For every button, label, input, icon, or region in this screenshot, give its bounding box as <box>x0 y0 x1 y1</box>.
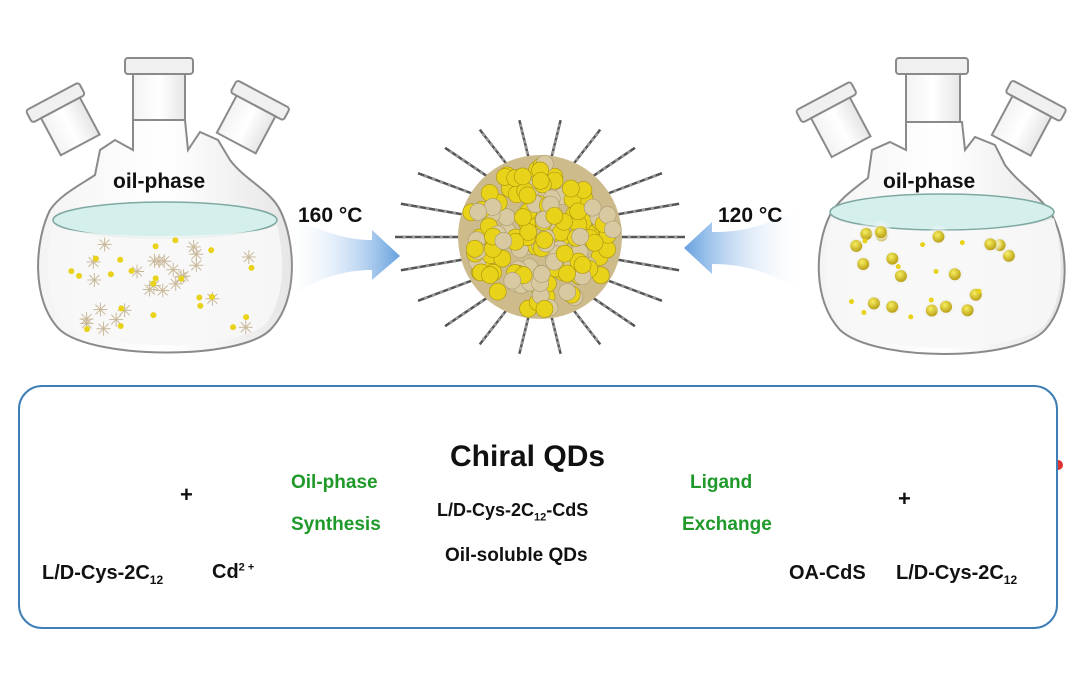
left-ligand-label: L/D-Cys-2C12 <box>42 562 163 587</box>
right-temperature-label: 120 °C <box>718 204 783 227</box>
right-ligand-prefix: L/D-Cys-2C <box>896 562 1004 584</box>
center-ligand-chains <box>395 119 685 355</box>
right-route-line-2: Exchange <box>682 514 772 535</box>
left-route-line-2: Synthesis <box>291 514 381 535</box>
cd-ion-label: Cd2 + <box>212 561 254 584</box>
center-quantum-dot <box>395 119 685 355</box>
right-flask-particles <box>844 220 1021 323</box>
right-flask-label: oil-phase <box>883 170 976 193</box>
chiral-qds-title: Chiral QDs <box>450 440 606 473</box>
cd-ion-text: Cd <box>212 561 239 583</box>
right-ligand-subscript: 12 <box>1003 573 1018 587</box>
product-suffix: -CdS <box>546 500 589 520</box>
right-plus-sign: + <box>898 486 911 511</box>
product-prefix: L/D-Cys-2C <box>437 500 535 520</box>
cd-ion-charge: 2 + <box>238 561 255 574</box>
product-subscript: 12 <box>534 511 547 524</box>
bottom-panel <box>18 385 1058 629</box>
left-heating-arrow <box>285 215 400 300</box>
right-route-line-1: Ligand <box>690 472 753 493</box>
left-ligand-subscript: 12 <box>149 573 164 587</box>
right-flask <box>795 57 1067 355</box>
right-heating-arrow <box>684 208 805 295</box>
left-flask <box>25 57 293 354</box>
left-ligand-prefix: L/D-Cys-2C <box>42 562 150 584</box>
center-qd-atoms <box>462 154 622 318</box>
product-line-2: Oil-soluble QDs <box>445 545 588 566</box>
left-flask-particles <box>68 237 256 336</box>
left-plus-sign: + <box>180 482 193 507</box>
oa-cds-label: OA-CdS <box>789 562 866 584</box>
left-route-line-1: Oil-phase <box>291 472 378 493</box>
product-line-1: L/D-Cys-2C12-CdS <box>437 500 588 524</box>
right-ligand-label: L/D-Cys-2C12 <box>896 562 1017 587</box>
left-flask-label: oil-phase <box>113 170 206 193</box>
left-temperature-label: 160 °C <box>298 204 363 227</box>
